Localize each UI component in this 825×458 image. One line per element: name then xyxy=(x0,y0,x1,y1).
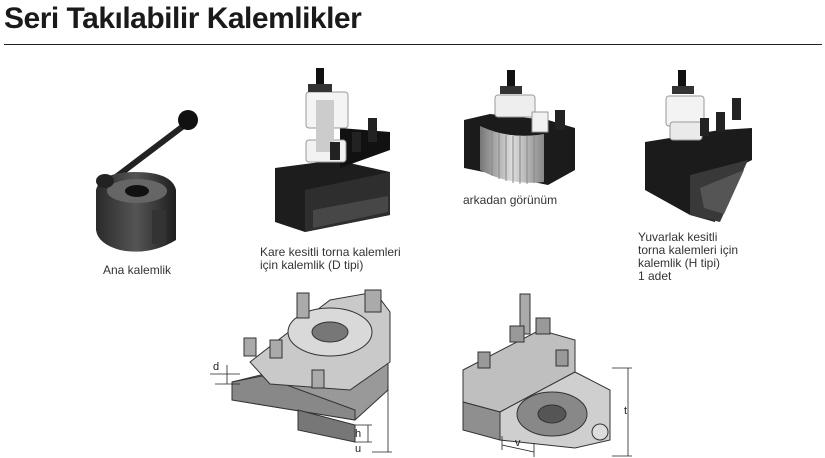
page-title: Seri Takılabilir Kalemlikler xyxy=(4,2,362,35)
caption-rear-view: arkadan görünüm xyxy=(463,193,558,207)
caption-d-type: Kare kesitli torna kalemleri için kaleml… xyxy=(260,245,401,272)
dim-u-label: u xyxy=(355,443,361,455)
main-toolpost-image xyxy=(96,110,198,252)
d-type-technical-drawing xyxy=(231,289,391,443)
dim-d-label: d xyxy=(213,361,219,373)
rear-view-image xyxy=(464,70,575,185)
title-divider xyxy=(4,44,822,45)
caption-main-toolpost: Ana kalemlik xyxy=(103,263,172,277)
d-type-dimension-lines xyxy=(210,365,392,453)
h-type-holder-image xyxy=(645,70,752,222)
d-type-holder-image xyxy=(275,68,390,232)
dim-t-label: t xyxy=(624,405,627,417)
caption-h-type: Yuvarlak kesitli torna kalemleri için ka… xyxy=(638,230,739,283)
h-type-dimension-lines xyxy=(501,367,632,457)
dim-h-label: h xyxy=(355,428,361,440)
h-type-technical-drawing xyxy=(462,293,611,449)
dim-v-label: v xyxy=(515,437,521,449)
